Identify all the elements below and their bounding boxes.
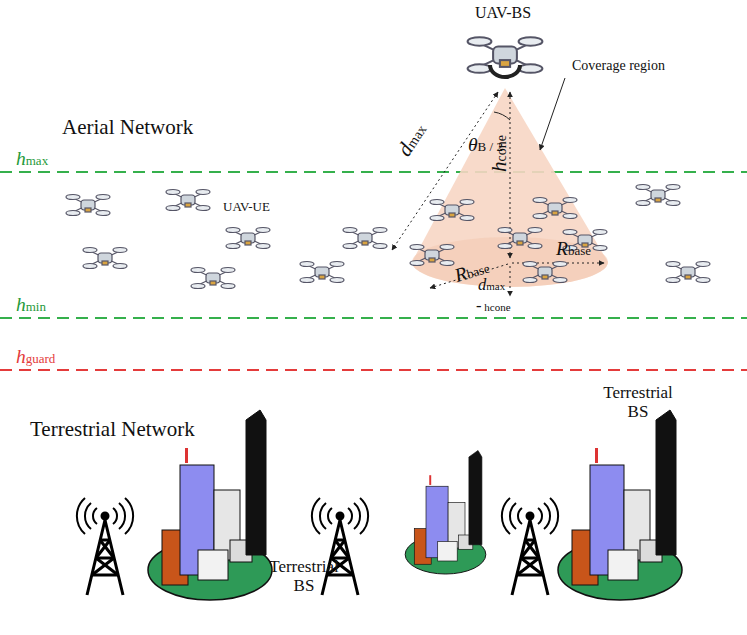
distance-label: dmax xyxy=(478,276,505,294)
uav-ue-icon xyxy=(430,200,474,221)
uav-ue-icon xyxy=(523,262,567,283)
uav-ue-icon xyxy=(343,228,387,249)
node-label: UAV-UE xyxy=(223,200,270,214)
altitude-label: hmax xyxy=(16,148,48,169)
node-title: UAV-BS xyxy=(475,4,531,22)
uav-ue-icon xyxy=(410,245,454,266)
uav-ue-icon xyxy=(636,185,680,206)
network-label: Terrestrial Network xyxy=(30,418,195,441)
uav-ue-icon xyxy=(166,190,210,211)
uav-ue-icon xyxy=(226,228,270,249)
radius-label: Rbase xyxy=(556,238,591,259)
altitude-label: hmin xyxy=(16,294,46,315)
uav-ue-icon xyxy=(66,195,110,216)
bs-label: Terrestrial BS xyxy=(262,558,346,595)
uav-ue-icon xyxy=(666,262,710,283)
bs-label: Terrestrial BS xyxy=(596,384,680,421)
uav-ue-icon xyxy=(300,262,344,283)
uav-ue-icon xyxy=(498,228,542,249)
callout: Coverage region xyxy=(572,58,665,73)
uav-ue-icon xyxy=(533,198,577,219)
network-label: Aerial Network xyxy=(62,116,193,139)
uav-ue-icon xyxy=(83,248,127,269)
uav-ue-icon xyxy=(191,268,235,289)
height-label: hcone xyxy=(488,135,511,172)
distance-label: dmax xyxy=(393,119,431,161)
height-label: - hcone xyxy=(476,297,511,315)
altitude-label: hguard xyxy=(16,346,55,367)
